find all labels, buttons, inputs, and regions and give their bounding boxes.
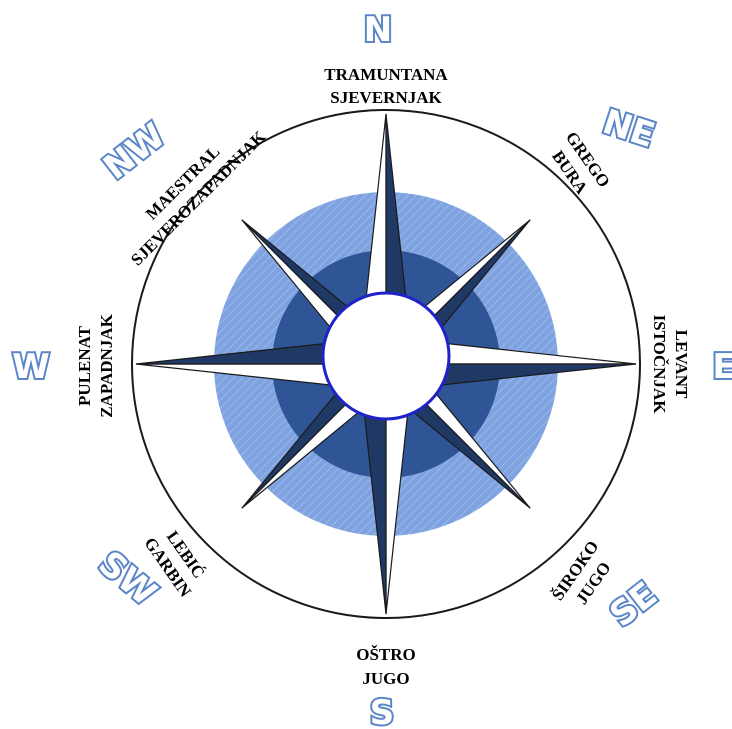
svg-text:ZAPADNJAK: ZAPADNJAK [97,313,116,417]
direction-e: E [712,347,732,387]
svg-text:LEVANT: LEVANT [672,330,691,399]
wind-label-s: OŠTRO JUGO [356,645,416,688]
svg-text:SJEVERNJAK: SJEVERNJAK [330,88,442,107]
direction-nw: NW [96,116,173,188]
svg-text:OŠTRO: OŠTRO [356,645,416,664]
svg-text:ISTOČNJAK: ISTOČNJAK [650,315,669,415]
wind-label-n: TRAMUNTANA SJEVERNJAK [324,65,448,107]
svg-text:JUGO: JUGO [362,669,409,688]
svg-text:PULENAT: PULENAT [75,325,94,406]
direction-w: W [12,347,50,387]
center-circle [323,293,449,419]
direction-n: N [364,10,392,50]
wind-label-e: LEVANT ISTOČNJAK [650,315,691,415]
direction-se: SE [603,574,665,635]
wind-label-w: PULENAT ZAPADNJAK [75,313,116,417]
direction-s: S [370,693,395,729]
svg-text:TRAMUNTANA: TRAMUNTANA [324,65,448,84]
direction-ne: NE [598,102,660,156]
